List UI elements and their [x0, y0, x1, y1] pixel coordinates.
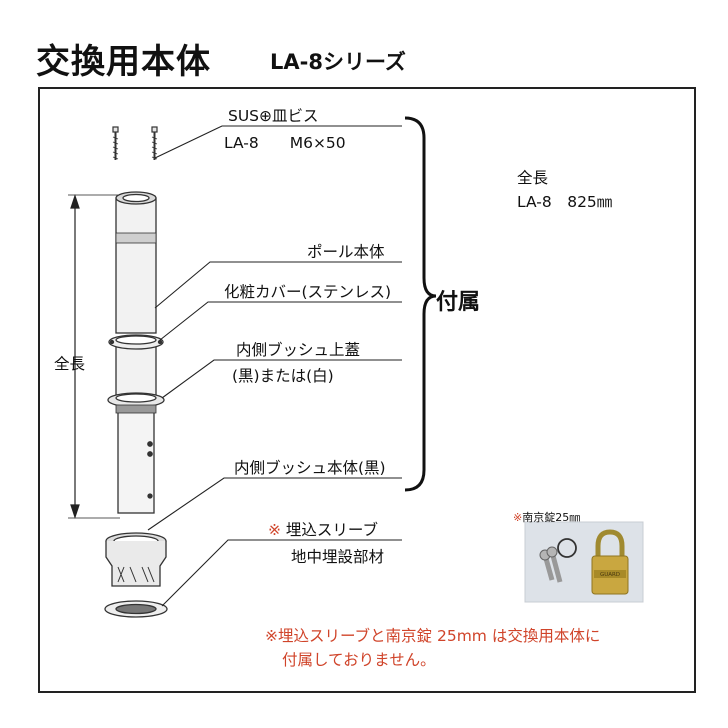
bush-lid-color: (黒)または(白) [232, 367, 334, 385]
length-dimension [68, 194, 120, 519]
bush-lid [107, 392, 165, 414]
series-name: LA-8シリーズ [270, 50, 406, 74]
sleeve-name: 埋込スリーブ [281, 521, 378, 539]
bush-lid-label: 内側ブッシュ上蓋 [236, 341, 361, 359]
diagram-frame [38, 87, 696, 693]
padlock-caption: ※南京錠25㎜ [513, 509, 580, 525]
leader-lines [147, 125, 402, 607]
padlock-note-mark: ※ [513, 511, 523, 524]
note-line-1: ※埋込スリーブと南京錠 25mm は交換用本体に [265, 627, 601, 645]
pole-body [115, 191, 157, 514]
padlock-icon: GUARD [524, 521, 644, 603]
length-title: 全長 [517, 169, 549, 187]
attached-label: 付属 [436, 290, 481, 315]
length-left-label: 全長 [54, 355, 86, 373]
page-title: 交換用本体 [36, 42, 211, 82]
attached-brace [404, 116, 437, 492]
sleeve [104, 532, 168, 618]
screw-icon [112, 126, 158, 160]
sleeve-note-mark: ※ [268, 521, 281, 539]
bush-body-label: 内側ブッシュ本体(黒) [234, 459, 386, 477]
sleeve-sub-label: 地中埋設部材 [291, 548, 385, 566]
cover-label: 化粧カバー(ステンレス) [224, 283, 392, 301]
pole-label: ポール本体 [307, 243, 385, 261]
sleeve-label: ※ 埋込スリーブ [268, 518, 378, 540]
screw-label: SUS⊕皿ビス [228, 107, 319, 125]
screw-spec: LA-8 M6×50 [224, 134, 346, 152]
note-line-2: 付属しておりません。 [282, 651, 436, 669]
cover [108, 334, 164, 350]
length-value: LA-8 825㎜ [517, 193, 613, 211]
padlock-label: 南京錠25㎜ [522, 511, 581, 524]
svg-text:GUARD: GUARD [600, 572, 620, 578]
